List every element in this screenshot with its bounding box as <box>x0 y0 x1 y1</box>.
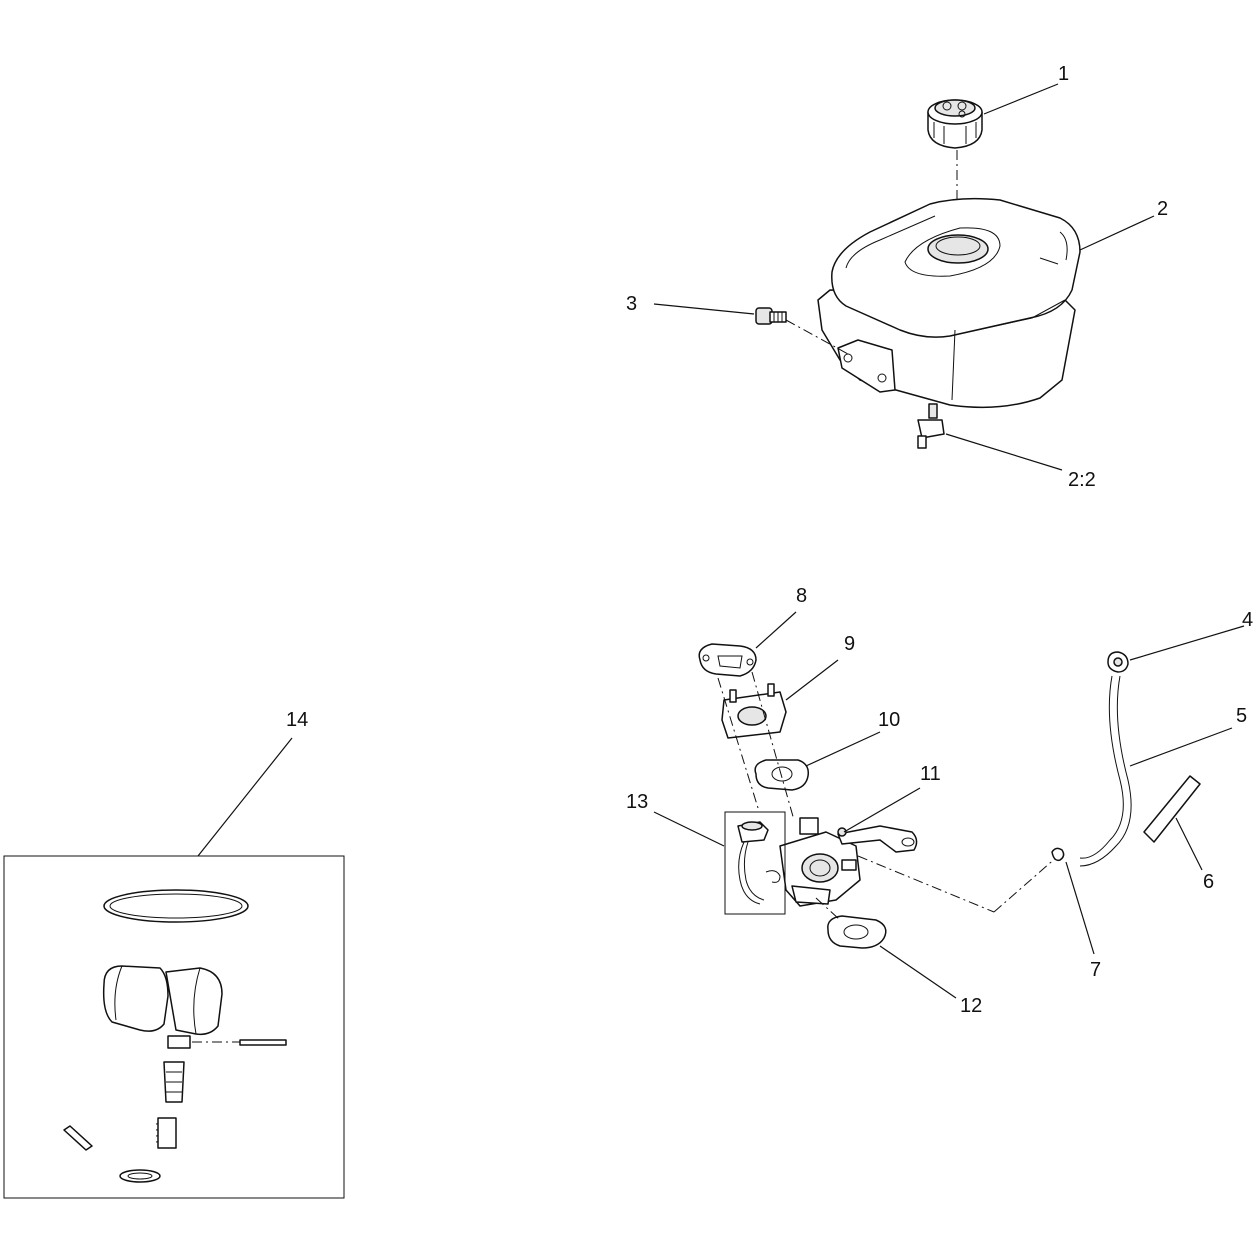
fuel-tank <box>817 197 1081 409</box>
callout-8: 8 <box>796 585 807 607</box>
fuel-valve <box>917 403 945 449</box>
callout-4: 4 <box>1242 609 1253 631</box>
tank-bolt <box>755 307 787 325</box>
callout-13: 13 <box>626 791 648 813</box>
carburetor <box>779 817 918 907</box>
callout-11: 11 <box>920 763 941 785</box>
callout-3: 3 <box>626 293 637 315</box>
gasket-8 <box>698 643 757 677</box>
fuel-hose <box>1079 675 1132 867</box>
fuel-cap <box>927 99 983 149</box>
callout-6: 6 <box>1203 871 1214 893</box>
leader-lines <box>197 83 1245 999</box>
callout-numbers: 1 2 3 2:2 4 5 6 7 8 9 10 11 12 13 14 <box>286 63 1253 1017</box>
callout-2: 2 <box>1157 198 1168 220</box>
callout-2-2: 2:2 <box>1068 469 1096 491</box>
carburetor-kit-inset <box>3 855 345 1199</box>
insulator-9 <box>721 683 787 739</box>
primer-kit <box>724 811 786 915</box>
small-clamp <box>1051 847 1065 862</box>
gasket-12 <box>827 915 887 949</box>
callout-10: 10 <box>878 709 900 731</box>
callout-7: 7 <box>1090 959 1101 981</box>
callout-1: 1 <box>1058 63 1069 85</box>
hose-sleeve <box>1143 775 1201 843</box>
callout-9: 9 <box>844 633 855 655</box>
callout-5: 5 <box>1236 705 1247 727</box>
callout-12: 12 <box>960 995 982 1017</box>
callout-14: 14 <box>286 709 308 731</box>
hose-clamp <box>1107 651 1129 673</box>
